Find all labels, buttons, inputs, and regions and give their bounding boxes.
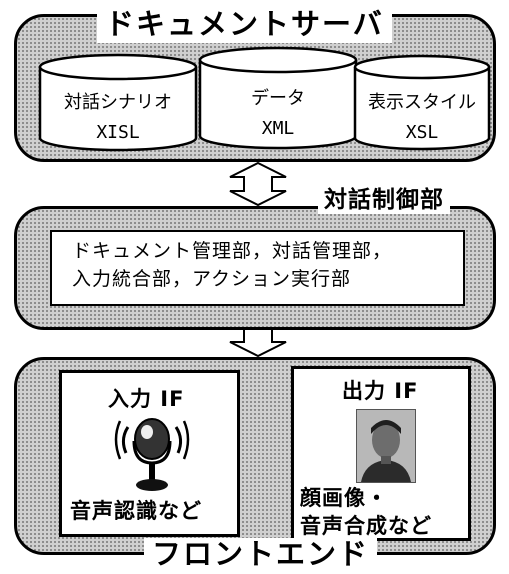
microphone-icon bbox=[114, 418, 190, 491]
components-line-2: 入力統合部，アクション実行部 bbox=[72, 267, 352, 290]
store-scenario-name: 対話シナリオ bbox=[64, 92, 172, 113]
database-cylinder-scenario bbox=[38, 53, 198, 152]
store-scenario: 対話シナリオ XISL bbox=[40, 92, 196, 143]
store-style-format: XSL bbox=[405, 121, 439, 143]
dialog-control-title: 対話制御部 bbox=[318, 187, 450, 214]
input-if-box: 入力 IF 音声認識など bbox=[59, 370, 240, 537]
store-data-format: XML bbox=[261, 117, 295, 139]
input-if-title: 入力 IF bbox=[108, 387, 185, 411]
store-style-name: 表示スタイル bbox=[368, 92, 476, 113]
components-line-1: ドキュメント管理部，対話管理部， bbox=[72, 240, 393, 262]
store-scenario-format: XISL bbox=[96, 121, 140, 143]
document-server-title: ドキュメントサーバ bbox=[97, 6, 392, 43]
dialog-control-components: ドキュメント管理部，対話管理部， 入力統合部，アクション実行部 bbox=[50, 230, 465, 306]
database-cylinder-style bbox=[353, 54, 491, 151]
store-data: データ XML bbox=[200, 88, 356, 139]
input-if-caption: 音声認識など bbox=[70, 499, 202, 523]
store-style: 表示スタイル XSL bbox=[355, 92, 489, 143]
output-if-caption: 顔画像・ 音声合成など bbox=[300, 484, 432, 541]
store-data-name: データ bbox=[251, 88, 305, 109]
database-cylinder-data bbox=[198, 46, 358, 150]
output-if-caption-line-1: 顔画像・ bbox=[300, 486, 388, 510]
face-image bbox=[356, 409, 416, 483]
output-if-title: 出力 IF bbox=[342, 379, 419, 403]
output-if-caption-line-2: 音声合成など bbox=[300, 514, 432, 539]
double-arrow-top bbox=[229, 161, 287, 207]
face-portrait-icon bbox=[357, 410, 415, 482]
output-if-box: 出力 IF 顔画像・ 音声合成など bbox=[291, 366, 471, 541]
frontend-title: フロントエンド bbox=[144, 538, 378, 571]
